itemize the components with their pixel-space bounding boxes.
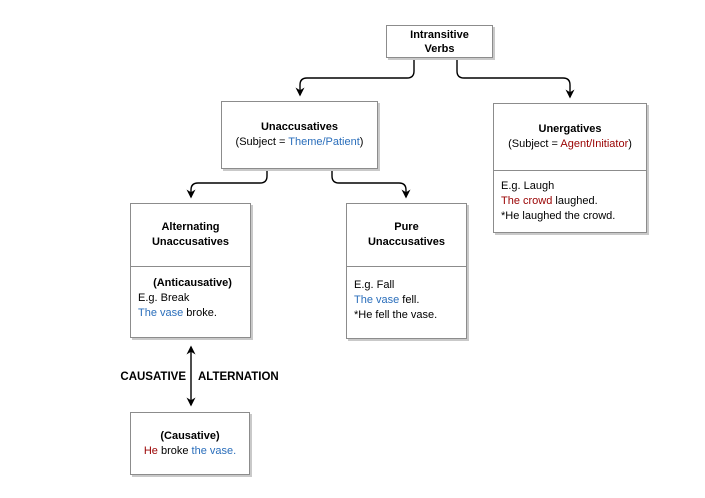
connector-top-to-unergatives (456, 58, 575, 99)
pure-example-2: The vase fell. (354, 294, 420, 306)
alternating-header: Alternating Unaccusatives (131, 204, 250, 266)
pure-example-3: *He fell the vase. (354, 309, 438, 321)
box-unergatives: Unergatives (Subject = Agent/Initiator) … (493, 103, 647, 233)
box-pure-unaccusatives: Pure Unaccusatives E.g. Fall The vase fe… (346, 203, 467, 339)
box-alternating-unaccusatives: Alternating Unaccusatives (Anticausative… (130, 203, 251, 338)
causative-example: He broke the vase. (143, 444, 237, 457)
unergatives-title: Unergatives (538, 123, 602, 135)
pure-title: Pure Unaccusatives (367, 221, 446, 248)
unaccusatives-subtitle: (Subject = Theme/Patient) (235, 136, 364, 148)
unergatives-header: Unergatives (Subject = Agent/Initiator) (494, 104, 646, 170)
box-causative: (Causative) He broke the vase. (130, 412, 250, 475)
unergatives-example-2: The crowd laughed. (501, 195, 598, 207)
connector-top-to-unaccusatives (295, 58, 415, 97)
box-unaccusatives: Unaccusatives (Subject = Theme/Patient) (221, 101, 378, 169)
connector-unaccusatives-to-alternating (186, 169, 268, 199)
connector-unaccusatives-to-pure (331, 169, 411, 199)
causative-alternation-label-right: ALTERNATION (198, 371, 279, 383)
unergatives-examples: E.g. Laugh The crowd laughed. *He laughe… (494, 170, 646, 241)
causative-alternation-label-left: CAUSATIVE (120, 371, 186, 383)
unergatives-subtitle: (Subject = Agent/Initiator) (508, 138, 632, 150)
unergatives-example-1: E.g. Laugh (501, 180, 555, 192)
alternating-title: Alternating Unaccusatives (151, 221, 230, 248)
box-intransitive-verbs: Intransitive Verbs (386, 25, 493, 58)
pure-examples: E.g. Fall The vase fell. *He fell the va… (347, 266, 466, 350)
intransitive-verbs-title: Intransitive Verbs (410, 28, 469, 55)
unergatives-example-3: *He laughed the crowd. (501, 210, 616, 222)
alternating-examples: (Anticausative) E.g. Break The vase brok… (131, 266, 250, 347)
pure-header: Pure Unaccusatives (347, 204, 466, 266)
anticausative-heading: (Anticausative) (153, 277, 232, 289)
unaccusatives-title: Unaccusatives (260, 121, 339, 133)
pure-example-1: E.g. Fall (354, 279, 395, 291)
causative-heading: (Causative) (160, 429, 220, 442)
alternating-example-1: E.g. Break (138, 292, 190, 304)
alternating-example-2: The vase broke. (138, 307, 217, 319)
